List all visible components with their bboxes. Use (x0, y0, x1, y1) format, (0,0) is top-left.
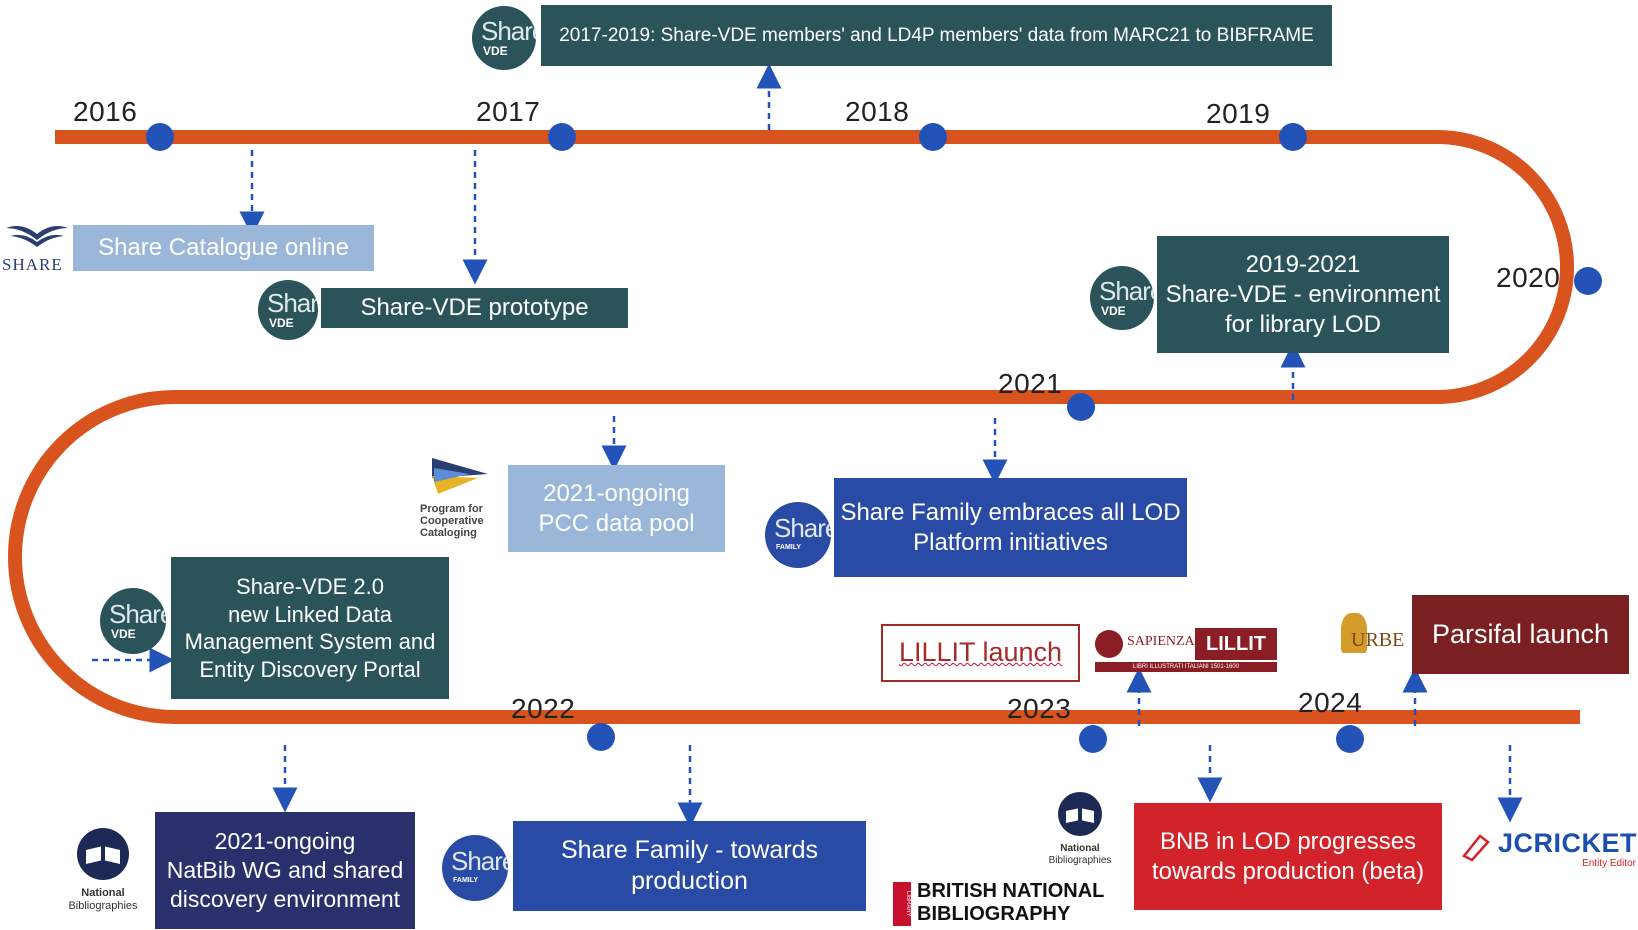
national-bibliographies-icon (77, 828, 129, 880)
jcricket-pencil-icon (1462, 834, 1490, 862)
sapienza-seal-icon (1095, 630, 1123, 658)
urbe-emblem-icon (1341, 613, 1367, 653)
event-lillit: LILLIT launch (881, 624, 1080, 682)
share-vde-logo: ShareVDE (1090, 266, 1154, 330)
sapienza-lillit-logo: SAPIENZA LILLIT LIBRI ILLUSTRATI ITALIAN… (1095, 628, 1277, 676)
event-bnb: BNB in LOD progresses towards production… (1134, 803, 1442, 910)
dot-2018 (919, 123, 947, 151)
share-family-logo: ShareFAMILY (765, 502, 831, 568)
year-2019: 2019 (1206, 98, 1271, 129)
share-vde-logo: ShareVDE (100, 588, 166, 654)
share-family-logo: ShareFAMILY (442, 835, 508, 901)
year-2016: 2016 (73, 96, 138, 127)
bl-spine-icon: LIBRARY (893, 882, 911, 926)
national-bibliographies-logo: National Bibliographies (1040, 790, 1120, 870)
year-2017: 2017 (476, 96, 541, 127)
share-wordmark-logo: SHARE (2, 220, 72, 280)
dot-2023 (1079, 725, 1107, 753)
share-vde-logo: ShareVDE (472, 6, 536, 70)
share-wings-icon (6, 226, 68, 247)
dot-2017 (548, 123, 576, 151)
pcc-flag-icon (432, 458, 488, 494)
event-marc21: 2017-2019: Share-VDE members' and LD4P m… (541, 5, 1332, 66)
dot-2024 (1336, 725, 1364, 753)
british-national-bibliography-logo: LIBRARY BRITISH NATIONAL BIBLIOGRAPHY (893, 880, 1123, 928)
event-svde2: Share-VDE 2.0 new Linked Data Management… (171, 557, 449, 699)
dot-2020 (1574, 267, 1602, 295)
national-bibliographies-logo: National Bibliographies (56, 826, 150, 921)
share-vde-logo: ShareVDE (258, 280, 318, 340)
event-natbib: 2021-ongoing NatBib WG and shared discov… (155, 812, 415, 929)
event-share-catalogue: Share Catalogue online (73, 225, 374, 271)
year-2024: 2024 (1298, 687, 1363, 718)
event-parsifal: Parsifal launch (1412, 595, 1629, 674)
track-path (8, 130, 1580, 724)
national-bibliographies-icon (1058, 792, 1102, 836)
year-2021: 2021 (998, 368, 1063, 399)
event-prototype: Share-VDE prototype (321, 288, 628, 328)
connector-arrows (92, 63, 1523, 828)
year-2022: 2022 (511, 693, 576, 724)
year-2018: 2018 (845, 96, 910, 127)
event-pcc: 2021-ongoing PCC data pool (508, 465, 725, 552)
pcc-logo: Program for Cooperative Cataloging (420, 458, 498, 544)
dot-2022 (587, 723, 615, 751)
dot-2019 (1279, 123, 1307, 151)
year-2023: 2023 (1007, 693, 1072, 724)
event-family-lod: Share Family embraces all LOD Platform i… (834, 478, 1187, 577)
event-family-prod: Share Family - towards production (513, 821, 866, 911)
year-2020: 2020 (1496, 262, 1561, 293)
dot-2021 (1067, 393, 1095, 421)
jcricket-logo: JCRICKET Entity Editor (1460, 828, 1637, 878)
dot-2016 (146, 123, 174, 151)
event-env-lod: 2019-2021 Share-VDE - environment for li… (1157, 236, 1449, 353)
urbe-logo: URBE (1341, 613, 1409, 663)
